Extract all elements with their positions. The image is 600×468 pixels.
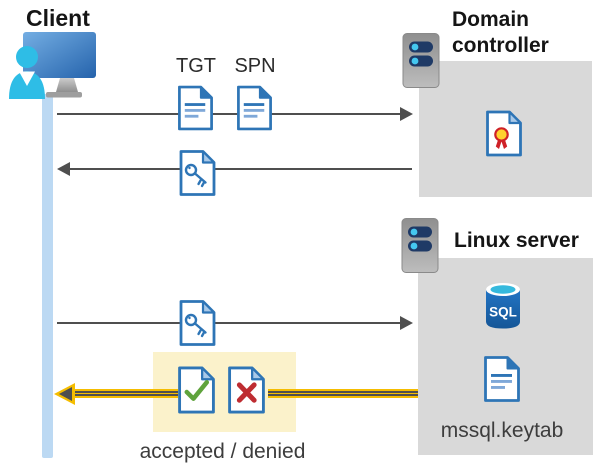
tgt-label: TGT <box>176 55 216 77</box>
client-user-icon <box>9 32 96 99</box>
client-label: Client <box>26 5 90 31</box>
domain-controller-server-icon <box>402 32 440 89</box>
arrow-client-to-linux-line <box>57 322 402 324</box>
arrow-dc-to-client-line <box>69 168 412 170</box>
arrow-client-to-dc-head-icon <box>400 107 413 121</box>
linux-server-icon <box>401 217 439 274</box>
sql-database-icon: SQL <box>486 283 520 329</box>
key-ticket-icon-to-linux <box>177 300 218 346</box>
arrow-dc-to-client-head-icon <box>57 162 70 176</box>
accepted-check-icon <box>176 366 217 414</box>
keytab-label: mssql.keytab <box>440 419 564 442</box>
yellow-arrow-segment-left <box>66 389 178 398</box>
arrow-client-to-linux-head-icon <box>400 316 413 330</box>
arrow-client-to-dc-line <box>57 113 402 115</box>
linux-server-label: Linux server <box>454 229 579 252</box>
yellow-arrow-segment-right <box>268 389 418 398</box>
denied-x-icon <box>226 366 267 414</box>
spn-document-icon <box>235 85 274 131</box>
tgt-document-icon <box>176 85 215 131</box>
certificate-icon <box>484 110 524 157</box>
spn-label: SPN <box>234 55 276 77</box>
keytab-document-icon <box>482 355 522 403</box>
sql-icon-label: SQL <box>489 305 517 320</box>
result-label: accepted / denied <box>139 440 306 463</box>
domain-controller-label: Domain controller <box>452 8 549 57</box>
yellow-arrow-head-icon <box>59 387 72 401</box>
client-lifeline <box>42 94 53 458</box>
key-ticket-icon-from-dc <box>177 150 218 196</box>
